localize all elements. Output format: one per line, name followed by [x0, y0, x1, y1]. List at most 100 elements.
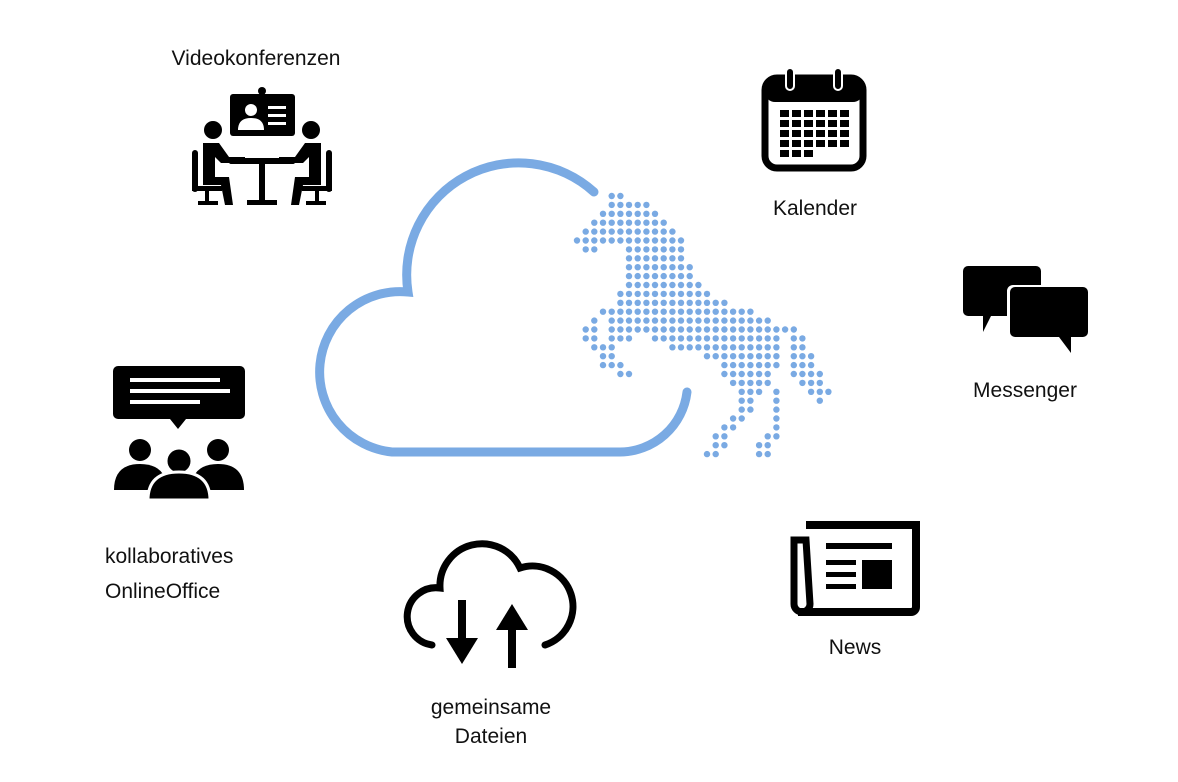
- horse-dot: [608, 335, 615, 342]
- horse-dot: [738, 317, 745, 324]
- horse-dot: [764, 326, 771, 333]
- horse-dot: [591, 237, 598, 244]
- horse-dot: [816, 388, 823, 395]
- calendar-day-cell: [792, 110, 801, 117]
- horse-dot: [695, 281, 702, 289]
- horse-dot: [669, 246, 676, 253]
- horse-dot: [599, 210, 607, 217]
- horse-dot: [599, 344, 607, 351]
- horse-dot: [695, 335, 702, 342]
- horse-dot: [729, 424, 737, 431]
- horse-dot: [773, 397, 780, 404]
- horse-dot: [669, 264, 676, 271]
- horse-dot: [781, 326, 789, 333]
- horse-dot: [660, 335, 667, 342]
- label-videokonferenzen: Videokonferenzen: [171, 47, 341, 70]
- horse-dot: [712, 433, 719, 440]
- horse-dot: [764, 450, 771, 458]
- horse-dot: [729, 361, 737, 369]
- horse-dot: [729, 370, 737, 378]
- horse-dot: [755, 344, 763, 351]
- label-gemeinsame: gemeinsame: [430, 696, 552, 719]
- horse-dot: [660, 299, 667, 306]
- horse-dot: [617, 192, 624, 200]
- horse-dot: [660, 246, 667, 253]
- horse-dot: [738, 326, 745, 333]
- chat-bubbles-icon: [963, 266, 1088, 353]
- calendar-day-cell: [780, 140, 789, 147]
- horse-dot: [721, 353, 728, 360]
- horse-dot: [747, 388, 754, 395]
- horse-dot: [712, 317, 719, 324]
- horse-dot: [660, 237, 667, 244]
- horse-dot: [625, 237, 633, 244]
- horse-dot: [634, 272, 641, 280]
- upload-arrow-icon: [496, 604, 528, 668]
- horse-dot: [773, 415, 780, 422]
- horse-dot: [799, 361, 806, 369]
- horse-dot: [608, 317, 615, 324]
- horse-dot: [755, 335, 763, 342]
- horse-dot: [790, 326, 797, 333]
- horse-dot: [721, 370, 728, 378]
- horse-dot: [634, 264, 641, 271]
- horse-dot: [686, 299, 693, 306]
- horse-dot: [764, 353, 771, 360]
- horse-dot: [651, 290, 659, 298]
- calendar-day-cell: [804, 130, 813, 137]
- horse-dot: [625, 201, 633, 209]
- horse-dot: [807, 361, 815, 369]
- horse-dot: [634, 210, 641, 217]
- horse-dot: [738, 388, 745, 395]
- horse-dot: [729, 379, 737, 387]
- horse-dot: [686, 272, 693, 280]
- calendar-day-cell: [804, 120, 813, 127]
- horse-dot: [790, 361, 797, 369]
- horse-dot: [738, 308, 745, 315]
- horse-dot: [712, 344, 719, 351]
- horse-dot: [634, 237, 641, 244]
- calendar-icon: [761, 67, 867, 172]
- horse-dot: [591, 344, 598, 351]
- horse-dot: [686, 326, 693, 333]
- horse-dot: [729, 353, 737, 360]
- horse-dot: [651, 308, 659, 315]
- horse-dot: [651, 272, 659, 280]
- horse-dot: [799, 335, 806, 342]
- horse-dot: [677, 317, 685, 324]
- calendar-day-cell: [804, 150, 813, 157]
- horse-dot: [721, 299, 728, 306]
- calendar-day-cell: [792, 140, 801, 147]
- horse-dot: [755, 370, 763, 378]
- horse-dot: [625, 219, 633, 226]
- horse-dot: [686, 317, 693, 324]
- horse-dot: [703, 317, 711, 324]
- horse-dot: [599, 353, 607, 360]
- horse-dot: [591, 246, 598, 253]
- horse-dot: [608, 237, 615, 244]
- calendar-day-cell: [816, 130, 825, 137]
- newspaper-icon: [790, 521, 920, 616]
- horse-dot: [651, 246, 659, 253]
- calendar-day-cell: [804, 140, 813, 147]
- horse-dot: [686, 264, 693, 271]
- horse-dot: [747, 326, 754, 333]
- horse-dot: [591, 335, 598, 342]
- horse-dot: [617, 219, 624, 226]
- horse-dot: [617, 201, 624, 209]
- horse-dot: [703, 290, 711, 298]
- horse-dot: [651, 299, 659, 306]
- horse-dot: [755, 442, 763, 449]
- horse-dot: [790, 335, 797, 342]
- horse-dot: [573, 237, 581, 244]
- horse-dot: [738, 335, 745, 342]
- horse-dot: [712, 299, 719, 306]
- horse-dot: [764, 335, 771, 342]
- horse-dot: [677, 264, 685, 271]
- horse-dot: [703, 335, 711, 342]
- horse-dot: [634, 246, 641, 253]
- horse-dot: [721, 317, 728, 324]
- horse-dot: [695, 344, 702, 351]
- horse-dot: [617, 308, 624, 315]
